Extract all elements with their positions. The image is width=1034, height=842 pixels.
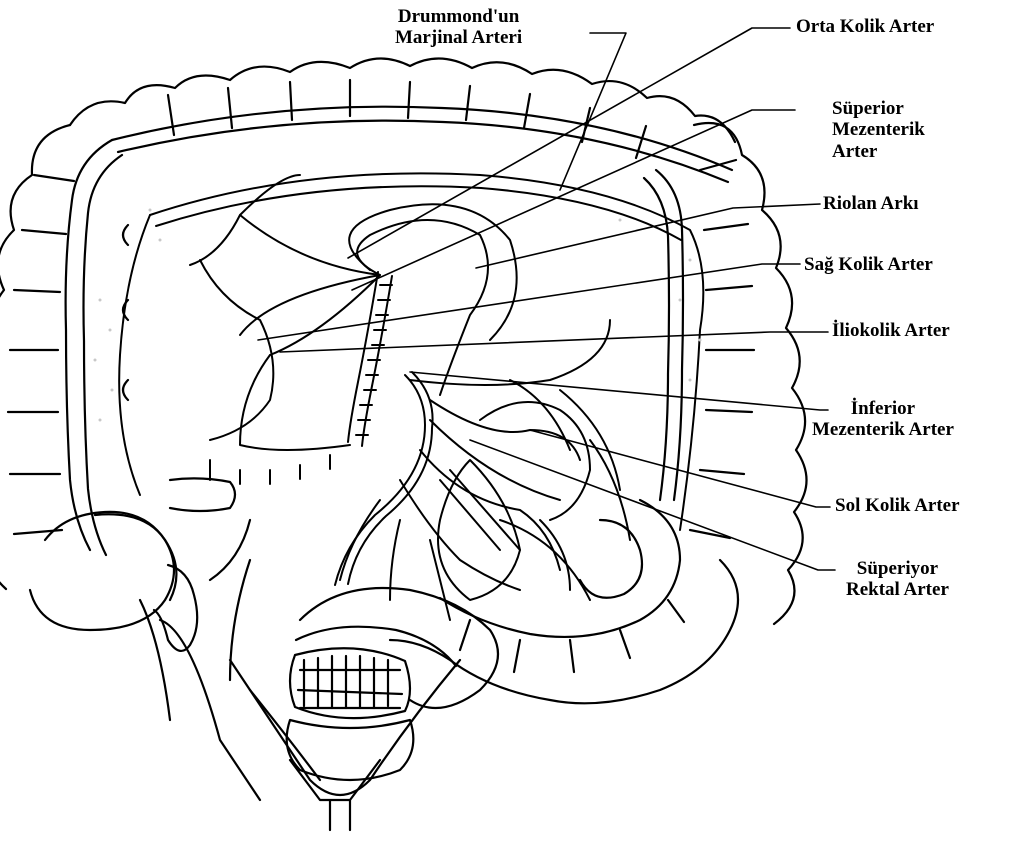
label-right-colic-artery: Sağ Kolik Arter <box>804 254 933 275</box>
arterial-network <box>119 173 703 620</box>
leader-lines <box>258 28 835 570</box>
stipple-shading <box>94 209 702 422</box>
label-ileocolic-artery: İliokolik Arter <box>832 320 950 341</box>
label-middle-colic-artery: Orta Kolik Arter <box>796 16 934 37</box>
label-superior-rectal-artery: Süperiyor Rektal Arter <box>846 558 949 601</box>
label-riolan-arc: Riolan Arkı <box>823 193 919 214</box>
label-superior-mesenteric-artery: Süperior Mezenterik Arter <box>832 98 925 162</box>
label-inferior-mesenteric-artery: İnferior Mezenterik Arter <box>812 398 954 441</box>
label-drummond-marginal-artery: Drummond'un Marjinal Arteri <box>395 6 522 49</box>
label-left-colic-artery: Sol Kolik Arter <box>835 495 960 516</box>
